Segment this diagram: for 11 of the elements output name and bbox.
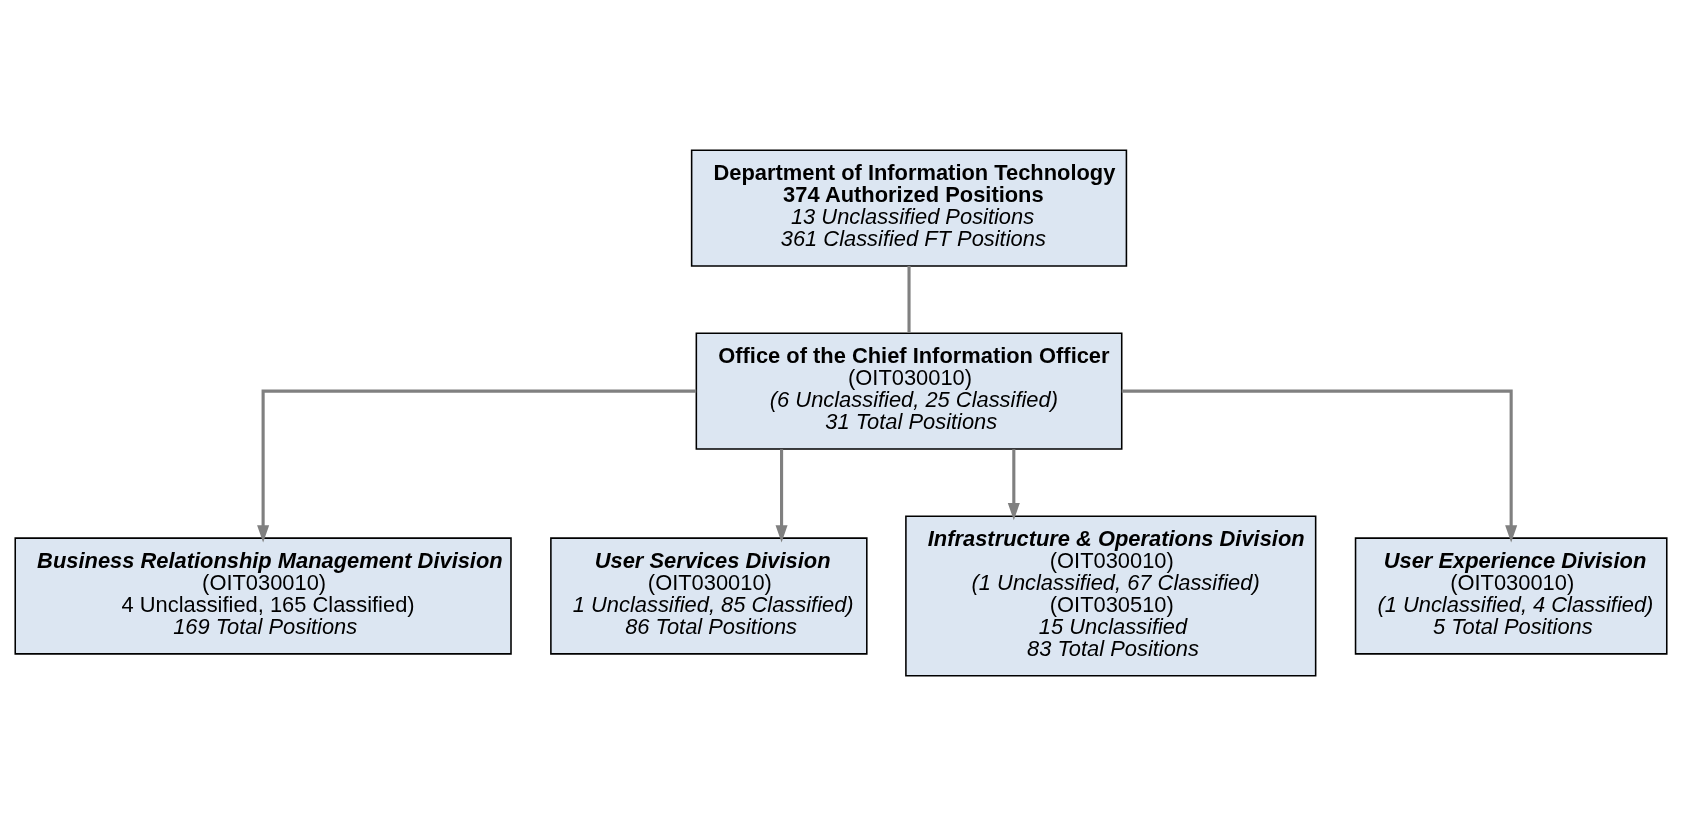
node-box: User Services Division (OIT030010) 1 Unclassified, 85 Classified) 86 Total Positions	[550, 537, 868, 655]
node-box: Department of Information Technology 374 Authorized Positions 13 Unclassified Positions 361 Classified FT Positions	[690, 149, 1128, 267]
connector	[907, 266, 911, 333]
arrow	[1007, 449, 1020, 521]
node-box: Office of the Chief Information Officer (OIT030010) (6 Unclassified, 25 Classified) 31 Total Positions	[695, 332, 1123, 450]
node-box: User Experience Division (OIT030010) (1 Unclassified, 4 Classified) 5 Total Positions	[1354, 537, 1668, 655]
arrow	[1121, 389, 1518, 543]
arrow	[257, 389, 697, 543]
node-box: Business Relationship Management Division (OIT030010) 4 Unclassified, 165 Classified) 169 Total Positions	[14, 537, 512, 655]
arrow	[775, 449, 788, 543]
node-box: Infrastructure & Operations Division (OIT030010) (1 Unclassified, 67 Classified) (OIT030510) 15 Unclassified 83 Total Positions	[905, 515, 1317, 677]
